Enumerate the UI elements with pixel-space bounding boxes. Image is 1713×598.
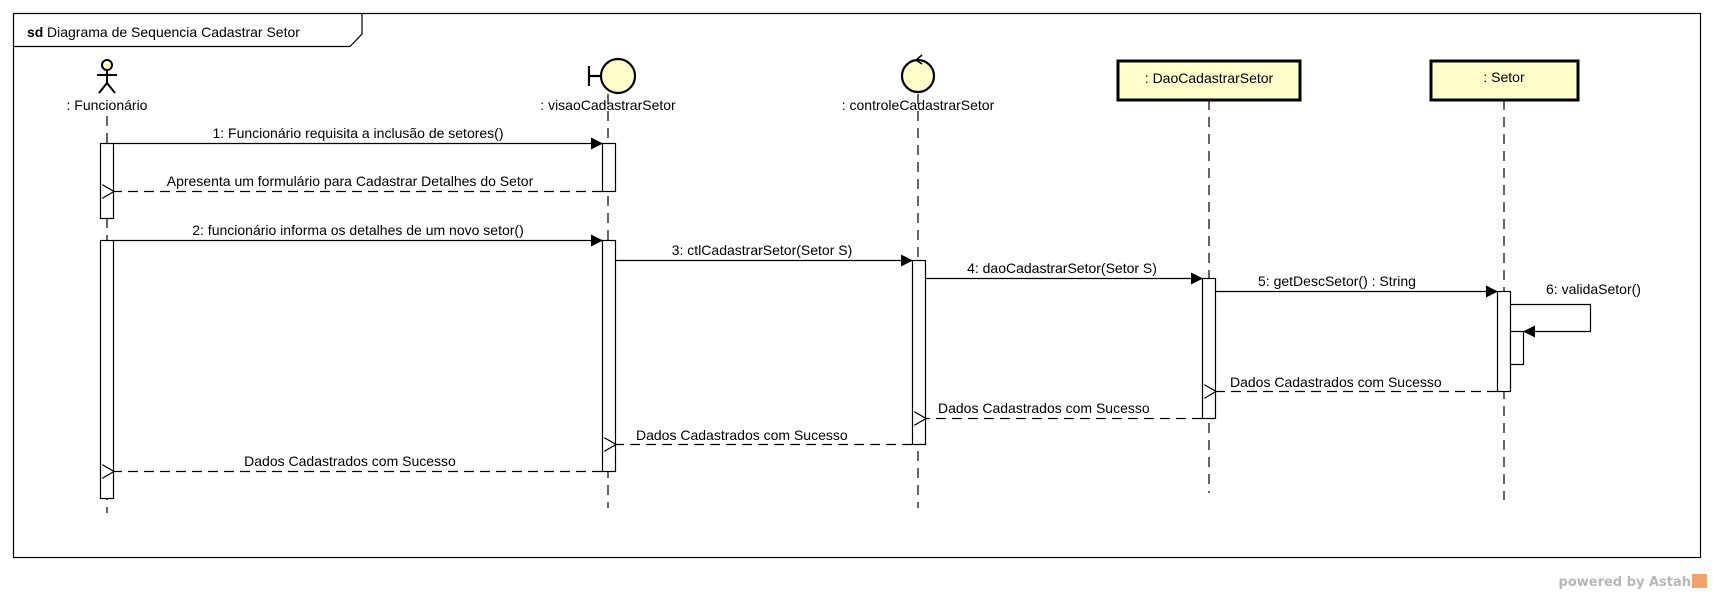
object-box xyxy=(1116,59,1302,102)
message-label: 5: getDescSetor() : String xyxy=(1258,273,1416,289)
frame-keyword: sd xyxy=(27,24,43,40)
activation-bar xyxy=(911,259,927,446)
watermark-text: powered by Astah xyxy=(1558,575,1691,590)
lifeline-funcionario[interactable]: : Funcionário xyxy=(67,59,148,113)
message-label: Dados Cadastrados com Sucesso xyxy=(1230,374,1442,390)
lifeline-label: : controleCadastrarSetor xyxy=(842,97,995,113)
astah-watermark: powered by Astah xyxy=(1559,574,1707,590)
lifeline-setor[interactable]: : Setor xyxy=(1429,59,1580,102)
diagram-frame: sd Diagrama de Sequencia Cadastrar Setor xyxy=(12,12,1702,559)
message-label: 3: ctlCadastrarSetor(Setor S) xyxy=(672,242,853,258)
activation-bar xyxy=(99,239,115,500)
lifeline-label: : visaoCadastrarSetor xyxy=(540,97,676,113)
message-label: Apresenta um formulário para Cadastrar D… xyxy=(167,173,534,189)
activation-bar xyxy=(1496,290,1512,393)
frame-title: Diagrama de Sequencia Cadastrar Setor xyxy=(47,24,300,40)
boundary-icon xyxy=(587,57,637,95)
lifeline-dao[interactable]: : DaoCadastrarSetor xyxy=(1116,59,1302,102)
message-label: Dados Cadastrados com Sucesso xyxy=(938,400,1150,416)
lifeline-label: : Setor xyxy=(1483,69,1525,85)
message-label: 2: funcionário informa os detalhes de um… xyxy=(192,222,524,238)
lifeline-visao[interactable]: : visaoCadastrarSetor xyxy=(540,57,676,113)
message-label: Dados Cadastrados com Sucesso xyxy=(244,453,456,469)
activation-bar xyxy=(99,142,115,220)
activation-bar xyxy=(1201,277,1217,420)
activation-bar-nested xyxy=(1509,330,1525,366)
astah-logo-icon xyxy=(1692,574,1707,588)
lifeline-label: : DaoCadastrarSetor xyxy=(1145,70,1274,86)
control-icon xyxy=(900,54,936,94)
message-label: 6: validaSetor() xyxy=(1546,281,1641,297)
message-label: Dados Cadastrados com Sucesso xyxy=(636,427,848,443)
message-label: 4: daoCadastrarSetor(Setor S) xyxy=(967,260,1157,276)
lifeline-label: : Funcionário xyxy=(67,97,148,113)
activation-bar xyxy=(601,239,617,473)
actor-icon xyxy=(97,59,117,94)
activation-bar xyxy=(601,142,617,193)
message-label: 1: Funcionário requisita a inclusão de s… xyxy=(212,125,503,141)
frame-title-tab xyxy=(13,13,363,48)
lifeline-controle[interactable]: : controleCadastrarSetor xyxy=(842,54,995,113)
self-message-arrow-6[interactable] xyxy=(1511,303,1592,338)
